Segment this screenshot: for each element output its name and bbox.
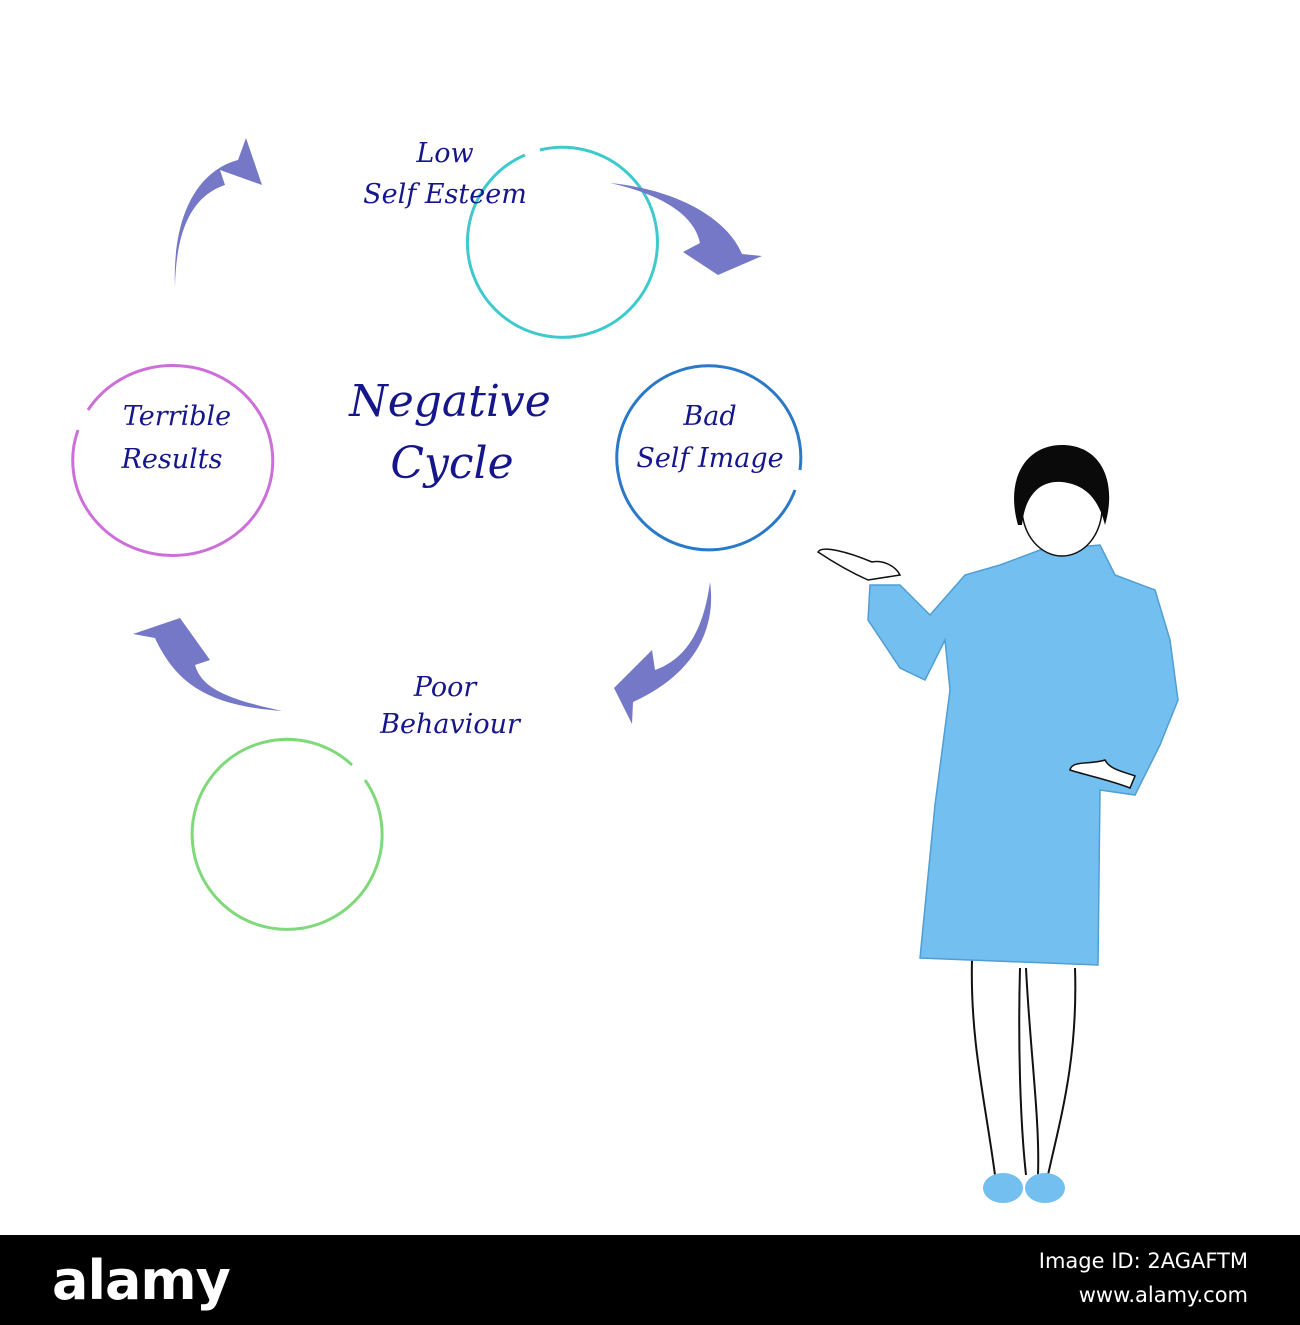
presenter-illustration bbox=[816, 445, 1179, 1203]
presenter-hair bbox=[1014, 445, 1110, 525]
presenter-shoe-right bbox=[1025, 1173, 1065, 1203]
node-circle bbox=[465, 145, 659, 339]
alamy-logo: alamy bbox=[52, 1249, 231, 1312]
image-meta: Image ID: 2AGAFTM www.alamy.com bbox=[1039, 1249, 1248, 1307]
node-label-line2: Self Esteem bbox=[363, 179, 527, 210]
node-circle bbox=[615, 364, 803, 552]
image-id: Image ID: 2AGAFTM bbox=[1038, 1249, 1248, 1273]
arrow-results-to-esteem bbox=[174, 138, 262, 288]
presenter-raised-hand bbox=[816, 548, 902, 581]
node-label-line2: Self Image bbox=[636, 443, 783, 474]
presenter-hip-hand bbox=[1069, 759, 1136, 789]
site-url: www.alamy.com bbox=[1078, 1283, 1248, 1307]
title-line1: Negative bbox=[348, 376, 551, 427]
node-circle bbox=[190, 737, 384, 931]
node-bad-self-image: Bad Self Image bbox=[615, 364, 803, 552]
diagram-title: Negative Cycle bbox=[348, 376, 551, 489]
node-label-line1: Bad bbox=[682, 401, 736, 432]
node-label-line1: Poor bbox=[413, 672, 479, 703]
node-label-line1: Terrible bbox=[123, 401, 231, 432]
arrow-image-to-behaviour bbox=[614, 582, 712, 724]
title-line2: Cycle bbox=[390, 438, 513, 489]
node-low-self-esteem: Low Self Esteem bbox=[363, 138, 659, 339]
arrow-behaviour-to-results bbox=[133, 618, 282, 711]
node-label-line1: Low bbox=[415, 138, 473, 169]
node-label-line2: Results bbox=[121, 444, 223, 475]
watermark-footer: alamy Image ID: 2AGAFTM www.alamy.com bbox=[0, 1235, 1300, 1325]
presenter-legs bbox=[970, 959, 1077, 1176]
node-terrible-results: Terrible Results bbox=[71, 363, 275, 557]
presenter-suit bbox=[867, 544, 1179, 966]
node-label-line2: Behaviour bbox=[379, 709, 522, 740]
presenter-shoe-left bbox=[983, 1173, 1023, 1203]
node-poor-behaviour: Poor Behaviour bbox=[190, 672, 522, 931]
diagram-canvas: Low Self Esteem Bad Self Image Poor Beha… bbox=[71, 138, 1179, 1203]
node-circle bbox=[71, 363, 275, 557]
arrow-esteem-to-image bbox=[610, 183, 762, 275]
